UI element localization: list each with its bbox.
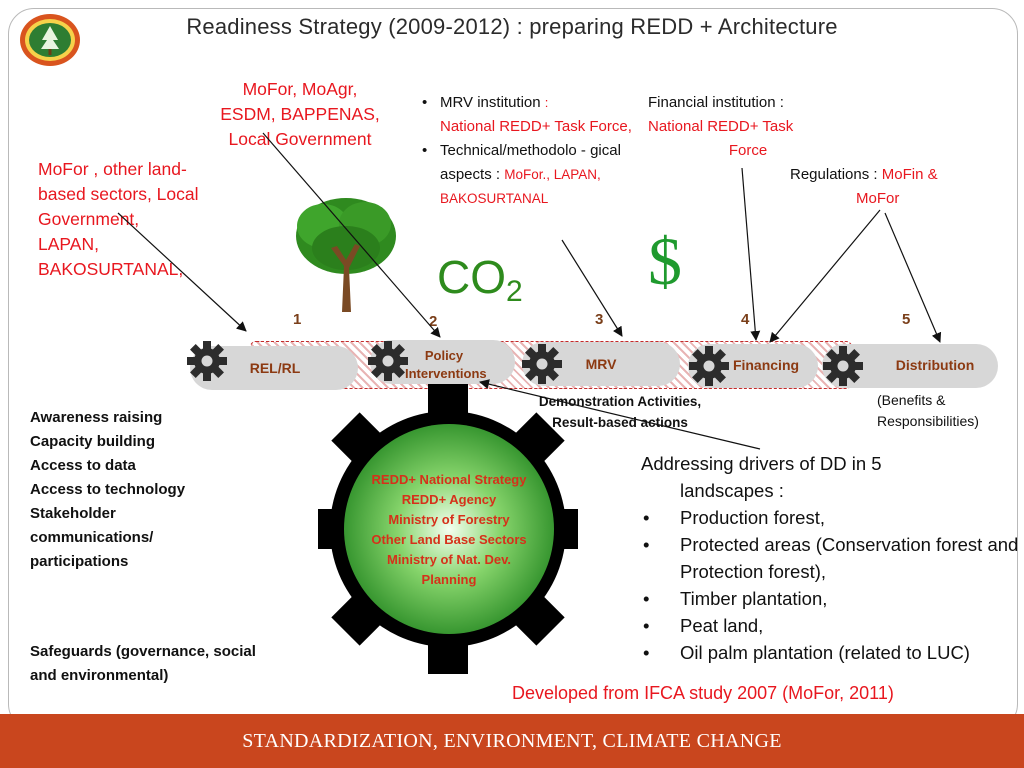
- annotation-line: MoFor , other land-: [38, 159, 187, 179]
- gear-icon: [689, 346, 729, 386]
- benefits-line: Responsibilities): [877, 413, 979, 429]
- list-item: Stakeholder: [30, 505, 116, 522]
- list-item: Timber plantation,: [643, 585, 1021, 612]
- dollar-symbol: $: [648, 223, 682, 299]
- stage-label-financing: Financing: [732, 357, 800, 373]
- gear-icon: [187, 341, 227, 381]
- financial-label: Financial institution :: [648, 94, 784, 111]
- core-institutions: REDD+ National Strategy REDD+ Agency Min…: [344, 470, 554, 590]
- core-line: Ministry of Nat. Dev.: [386, 552, 511, 567]
- mrv-colon: :: [544, 95, 549, 110]
- demonstration-line: Demonstration Activities,: [538, 394, 702, 409]
- annotation-line: Government,: [38, 209, 140, 229]
- stage-number-4: 4: [741, 311, 750, 328]
- gear-core: [344, 424, 554, 634]
- financial-body-2: Force: [728, 142, 768, 159]
- stage-label-mrv: MRV: [585, 356, 617, 372]
- slide-title: Readiness Strategy (2009-2012) : prepari…: [186, 14, 838, 39]
- footer-banner: STANDARDIZATION, ENVIRONMENT, CLIMATE CH…: [0, 714, 1024, 768]
- annotation-financial: Financial institution : National REDD+ T…: [648, 91, 838, 163]
- list-item: Capacity building: [30, 433, 156, 450]
- safeguards-line: Safeguards (governance, social: [30, 643, 256, 660]
- annotation-line: ESDM, BAPPENAS,: [220, 104, 380, 124]
- core-line: Ministry of Forestry: [388, 512, 510, 527]
- mrv-label: MRV institution: [440, 94, 545, 111]
- readiness-activities-list: Awareness raising Capacity building Acce…: [30, 406, 185, 574]
- list-item: Access to technology: [30, 481, 186, 498]
- stage-label-distribution: Distribution: [895, 357, 975, 373]
- technical-agencies: MoFor., LAPAN, BAKOSURTANAL: [440, 167, 601, 206]
- list-item: participations: [30, 553, 129, 570]
- demonstration-line: Result-based actions: [552, 415, 688, 430]
- list-item: Access to data: [30, 457, 136, 474]
- ministry-logo: [20, 14, 80, 66]
- co2-symbol: CO2: [437, 250, 523, 309]
- annotation-line: Local Government: [228, 129, 372, 149]
- stage-number-1: 1: [293, 311, 302, 328]
- co2-text: CO: [437, 251, 506, 303]
- regulations-label: Regulations :: [790, 166, 882, 183]
- technical-label: Technical/methodolo - gical aspects :: [440, 142, 621, 183]
- financial-body: National REDD+ Task: [648, 118, 794, 135]
- list-item: Awareness raising: [30, 409, 163, 426]
- annotation-mofor-moagr: MoFor, MoAgr, ESDM, BAPPENAS, Local Gove…: [200, 77, 400, 152]
- annotation-line: based sectors, Local: [38, 184, 199, 204]
- stage-number-5: 5: [902, 311, 911, 328]
- core-line: Planning: [421, 572, 477, 587]
- drivers-heading-2: landscapes :: [680, 480, 784, 501]
- core-line: Other Land Base Sectors: [371, 532, 527, 547]
- stage-label-rel-rl: REL/RL: [249, 360, 301, 376]
- core-line: REDD+ National Strategy: [371, 472, 527, 487]
- annotation-line: LAPAN,: [38, 234, 99, 254]
- drivers-heading: Addressing drivers of DD in 5: [641, 453, 882, 474]
- drivers-section: Addressing drivers of DD in 5 landscapes…: [641, 450, 1021, 666]
- list-item: communications/: [30, 529, 154, 546]
- mrv-bullet-2: Technical/methodolo - gical aspects : Mo…: [422, 139, 638, 211]
- stage-number-3: 3: [595, 311, 604, 328]
- mrv-bullet-1: MRV institution : National REDD+ Task For…: [422, 91, 638, 139]
- benefits-line: (Benefits &: [877, 392, 946, 408]
- annotation-line: MoFor, MoAgr,: [242, 79, 358, 99]
- source-note: Developed from IFCA study 2007 (MoFor, 2…: [512, 683, 894, 703]
- mrv-task-force: National REDD+ Task Force,: [440, 118, 632, 135]
- annotation-line: BAKOSURTANAL,: [38, 259, 184, 279]
- list-item: Protected areas (Conservation forest and…: [643, 531, 1021, 585]
- list-item: Peat land,: [643, 612, 1021, 639]
- core-line: REDD+ Agency: [401, 492, 497, 507]
- benefits-note: (Benefits & Responsibilities): [877, 390, 979, 432]
- tree-icon: [296, 198, 396, 312]
- annotation-regulations: Regulations : MoFin & MoFor: [790, 163, 990, 211]
- list-item: Production forest,: [643, 504, 1021, 531]
- stage-number-2: 2: [429, 313, 438, 330]
- regulations-mofin: MoFin &: [881, 166, 938, 183]
- stage-label-policy: Policy Interventions: [405, 348, 487, 381]
- gear-icon: [522, 344, 562, 384]
- safeguards-line: and environmental): [30, 667, 169, 684]
- demonstration-activities: Demonstration Activities, Result-based a…: [520, 391, 720, 433]
- gear-icon: [823, 346, 863, 386]
- list-item: Oil palm plantation (related to LUC): [643, 639, 1021, 666]
- annotation-mrv-institution: MRV institution : National REDD+ Task For…: [418, 91, 638, 211]
- gear-icon: [368, 341, 408, 381]
- annotation-mofor-land-based: MoFor , other land- based sectors, Local…: [38, 157, 258, 282]
- co2-subscript: 2: [506, 275, 523, 308]
- regulations-mofor: MoFor: [856, 190, 900, 207]
- safeguards-note: Safeguards (governance, social and envir…: [30, 640, 256, 688]
